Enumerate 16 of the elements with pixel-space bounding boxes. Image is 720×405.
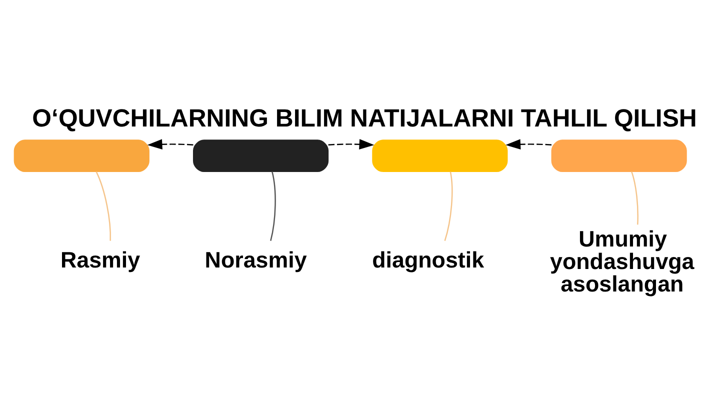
node-box (372, 140, 508, 172)
connector (631, 172, 638, 225)
node-box (551, 140, 687, 172)
diagram-title: O‘QUVCHILARNING BILIM NATIJALARNI TAHLIL QILISH (32, 104, 697, 133)
arrow (506, 139, 552, 150)
node-text: Rasmiy (60, 248, 140, 273)
node-text: diagnostik (372, 248, 484, 273)
connector (444, 172, 453, 241)
connector (96, 171, 112, 241)
connector (270, 172, 276, 241)
node-text: Umumiy yondashuvga asoslangan (550, 226, 694, 296)
node-text: Norasmiy (204, 248, 307, 273)
node-box (192, 140, 329, 172)
arrow (147, 139, 194, 150)
arrow (328, 139, 374, 150)
node-box (14, 140, 150, 172)
